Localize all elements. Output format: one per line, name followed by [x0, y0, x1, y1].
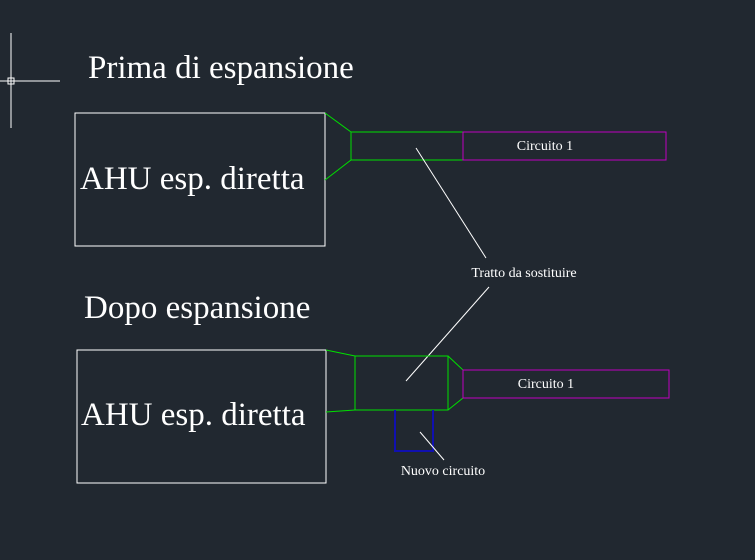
after-ahu-box[interactable]	[76, 349, 327, 484]
after-title: Dopo espansione	[84, 290, 310, 326]
after-circuit-1[interactable]	[462, 369, 670, 399]
new-circuit-leader	[419, 431, 445, 461]
callout-label: Tratto da sostituire	[471, 266, 576, 281]
crosshair-cursor-icon	[0, 33, 60, 128]
before-title: Prima di espansione	[88, 50, 354, 86]
callout-leader-bottom	[405, 286, 490, 382]
new-circuit-label: Nuovo circuito	[401, 464, 485, 479]
after-duct-transition-out[interactable]	[447, 355, 464, 411]
new-circuit[interactable]	[394, 410, 434, 452]
after-ahu-label: AHU esp. diretta	[81, 397, 306, 433]
before-duct-transition[interactable]	[324, 112, 352, 181]
callout-leader-top	[415, 147, 487, 259]
after-circuit-1-label: Circuito 1	[518, 377, 574, 392]
before-duct-segment-to-replace[interactable]	[350, 131, 464, 161]
before-circuit-1[interactable]	[462, 131, 667, 161]
before-circuit-1-label: Circuito 1	[517, 139, 573, 154]
before-ahu-label: AHU esp. diretta	[80, 161, 305, 197]
after-duct-transition-in[interactable]	[325, 349, 356, 413]
after-duct-expansion[interactable]	[354, 355, 449, 411]
